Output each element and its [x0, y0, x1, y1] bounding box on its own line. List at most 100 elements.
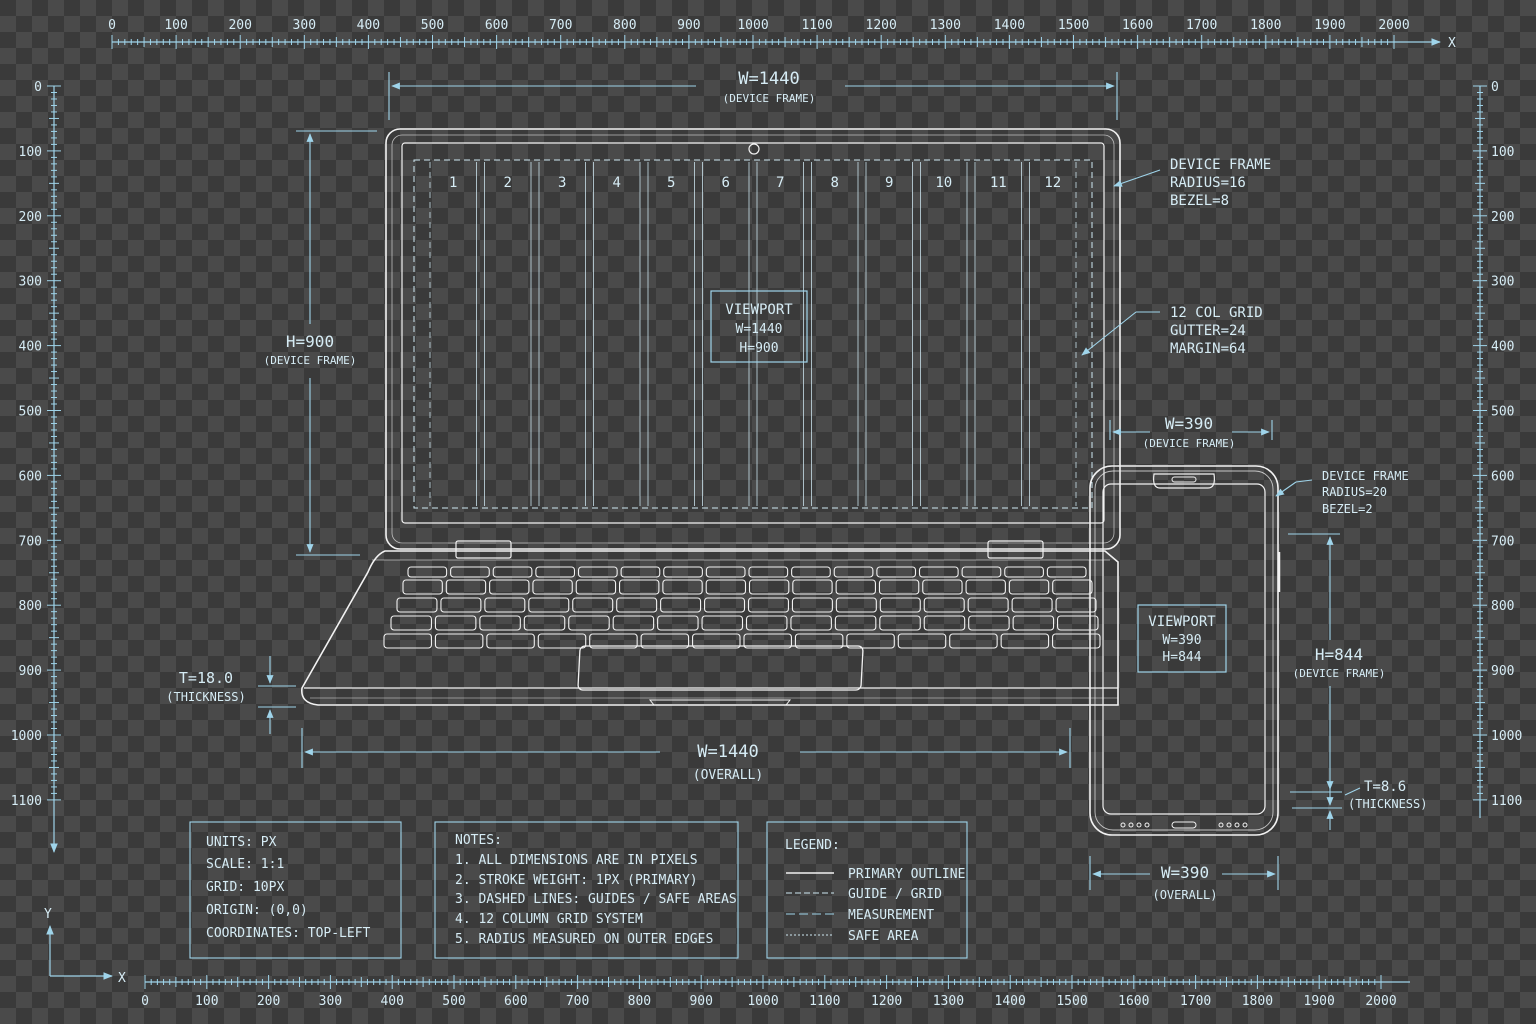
- laptop-frame-height: H=900: [286, 332, 334, 351]
- laptop-frame-height-caption: (DEVICE FRAME): [264, 354, 357, 367]
- units-info-box: UNITS: PX SCALE: 1:1 GRID: 10PX ORIGIN: …: [189, 821, 402, 959]
- phone-speaker-grille: [1120, 821, 1248, 829]
- keyboard-key: [390, 615, 432, 631]
- grid-note-line: MARGIN=64: [1170, 341, 1246, 357]
- notes-line: 2. STROKE WEIGHT: 1PX (PRIMARY): [455, 873, 698, 888]
- phone-frame-note-line: DEVICE FRAME: [1322, 469, 1409, 483]
- right-ruler-label: 700: [1491, 534, 1514, 549]
- right-ruler-label: 900: [1491, 664, 1514, 679]
- right-ruler-label: 400: [1491, 340, 1514, 355]
- keyboard-key: [657, 615, 699, 631]
- keyboard-key: [922, 579, 963, 595]
- phone-notch: [1153, 473, 1215, 489]
- left-ruler-label: 1000: [11, 729, 42, 744]
- keyboard-key: [1057, 615, 1099, 631]
- grid-column-label: 9: [885, 175, 893, 191]
- left-ruler-label: 500: [19, 405, 42, 420]
- phone-thickness: T=8.6: [1364, 779, 1406, 795]
- laptop-device-frame-note: DEVICE FRAME RADIUS=16 BEZEL=8: [1170, 157, 1271, 209]
- right-ruler-label: 800: [1491, 599, 1514, 614]
- top-ruler-label: 700: [549, 18, 572, 33]
- left-ruler-label: 600: [19, 469, 42, 484]
- x-axis-label: X: [1448, 36, 1456, 51]
- laptop-thickness-caption: (THICKNESS): [166, 690, 245, 704]
- keyboard-key: [577, 566, 618, 578]
- keyboard-key: [748, 566, 789, 578]
- keyboard-key: [967, 597, 1009, 613]
- top-ruler-label: 500: [421, 18, 444, 33]
- keyboard-key: [402, 579, 443, 595]
- left-ruler-label: 700: [19, 534, 42, 549]
- phone-illustration: VIEWPORT W=390 H=844: [1089, 465, 1281, 836]
- top-ruler-label: 800: [613, 18, 636, 33]
- keyboard-key: [792, 579, 833, 595]
- keyboard-key: [445, 579, 487, 595]
- y-axis-label: Y: [44, 907, 52, 922]
- bottom-ruler-label: 1600: [1118, 994, 1149, 1009]
- bottom-ruler-label: 1100: [809, 994, 840, 1009]
- keyboard-key: [1008, 579, 1050, 595]
- bottom-ruler-label: 1400: [995, 994, 1026, 1009]
- right-ruler-label: 0: [1491, 80, 1499, 95]
- right-ruler-label: 300: [1491, 275, 1514, 290]
- laptop-viewport-box: [710, 290, 808, 363]
- keyboard-key: [878, 579, 920, 595]
- laptop-grid-note: 12 COL GRID GUTTER=24 MARGIN=64: [1170, 305, 1263, 357]
- laptop-overall-width: W=1440: [697, 742, 758, 762]
- right-ruler-label: 200: [1491, 210, 1514, 225]
- grid-column-label: 4: [613, 175, 621, 191]
- phone-device-frame-note: DEVICE FRAME RADIUS=20 BEZEL=2: [1322, 469, 1409, 516]
- bottom-ruler-label: 100: [195, 994, 218, 1009]
- left-ruler-label: 0: [34, 80, 42, 95]
- info-line: GRID: 10PX: [206, 880, 284, 895]
- origin-axes: Y X: [44, 907, 126, 986]
- keyboard-key: [489, 579, 530, 595]
- phone-frame-note-line: RADIUS=20: [1322, 485, 1387, 499]
- keyboard-key: [486, 633, 535, 649]
- grid-column-label: 2: [504, 175, 512, 191]
- grid-column-label: 12: [1044, 175, 1061, 191]
- keyboard-key: [532, 579, 573, 595]
- keyboard-key: [589, 633, 638, 649]
- keyboard-key: [876, 566, 917, 578]
- keyboard-key: [879, 597, 921, 613]
- left-ruler-label: 900: [19, 664, 42, 679]
- notes-title: NOTES:: [455, 833, 502, 848]
- legend-item: MEASUREMENT: [848, 908, 934, 923]
- top-ruler-label: 1000: [737, 18, 768, 33]
- laptop-screen-outline: [401, 142, 1105, 524]
- bottom-ruler-label: 200: [257, 994, 280, 1009]
- bottom-ruler-label: 800: [628, 994, 651, 1009]
- laptop-hinge-right: [987, 540, 1044, 559]
- top-ruler-label: 1700: [1186, 18, 1217, 33]
- keyboard-key: [704, 597, 746, 613]
- grid-column-label: 5: [667, 175, 675, 191]
- top-ruler-label: 1100: [801, 18, 832, 33]
- top-ruler-label: 0: [108, 18, 116, 33]
- right-ruler-label: 500: [1491, 405, 1514, 420]
- info-line: COORDINATES: TOP-LEFT: [206, 926, 371, 941]
- keyboard-key: [1046, 566, 1087, 578]
- top-ruler-label: 1800: [1250, 18, 1281, 33]
- keyboard-key: [1004, 566, 1044, 578]
- keyboard-key: [923, 615, 966, 631]
- keyboard-key: [965, 579, 1006, 595]
- keyboard-key: [791, 597, 833, 613]
- keyboard-key: [949, 633, 998, 649]
- laptop-frame-note-line: BEZEL=8: [1170, 193, 1229, 209]
- grid-column-label: 8: [831, 175, 839, 191]
- laptop-frame-note-line: RADIUS=16: [1170, 175, 1246, 191]
- info-line: ORIGIN: (0,0): [206, 903, 308, 918]
- top-ruler-label: 400: [357, 18, 380, 33]
- laptop-column-grid: [429, 162, 1077, 506]
- phone-screen-outline: [1102, 483, 1266, 815]
- top-ruler-label: 2000: [1378, 18, 1409, 33]
- top-ruler-label: 1300: [930, 18, 961, 33]
- keyboard-key: [790, 615, 832, 631]
- right-ruler-label: 100: [1491, 145, 1514, 160]
- keyboard-key: [383, 633, 432, 649]
- keyboard-key: [528, 597, 570, 613]
- keyboard-key: [968, 615, 1010, 631]
- phone-viewport-title: VIEWPORT: [1148, 614, 1216, 630]
